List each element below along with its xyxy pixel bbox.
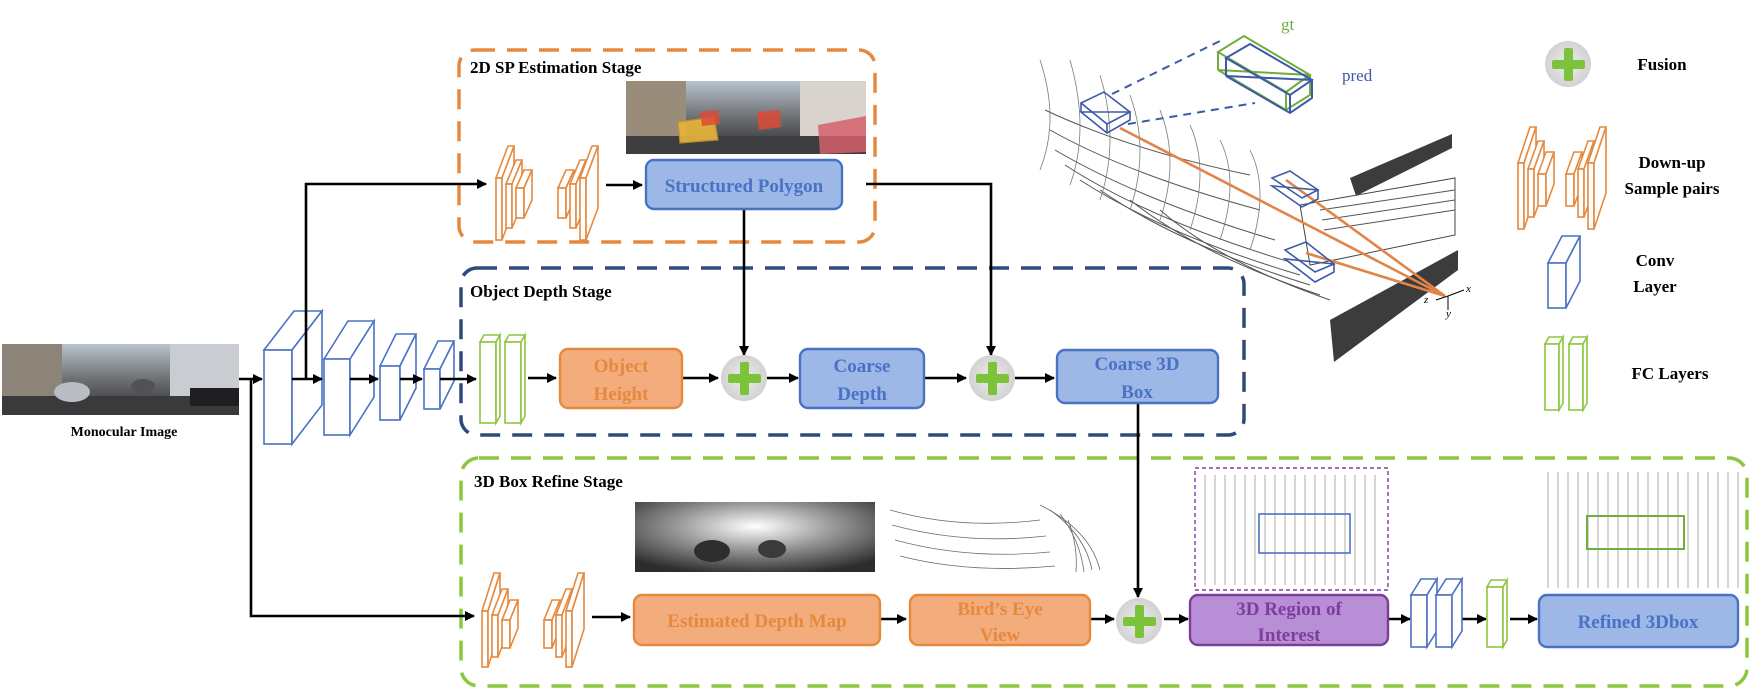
legend-conv-label-1: Conv — [1636, 251, 1675, 270]
arrow-polygon-to-fusion-2 — [866, 182, 996, 356]
legend-downup-icon — [1516, 126, 1608, 230]
legend-fc-label: FC Layers — [1632, 364, 1709, 383]
coarse-depth-box[interactable]: Coarse Depth — [798, 347, 926, 410]
estimated-depth-map-box[interactable]: Estimated Depth Map — [632, 593, 882, 647]
sp-downup-pair — [494, 145, 600, 241]
axis-z-label: z — [1423, 294, 1429, 306]
legend-fc-icon — [1543, 333, 1589, 414]
legend-fusion-label: Fusion — [1637, 55, 1687, 74]
axes-icon — [1435, 289, 1465, 310]
refine-stage-title: 3D Box Refine Stage — [474, 472, 623, 491]
roi-box[interactable]: 3D Region of Interest — [1188, 593, 1390, 647]
roi-label-2: Interest — [1258, 625, 1322, 646]
arrow-to-sp-stage — [304, 179, 487, 379]
sp-stage-title: 2D SP Estimation Stage — [470, 58, 642, 77]
birds-eye-view-label-1: Bird’s Eye — [957, 599, 1042, 620]
sp-stage-frame: 2D SP Estimation Stage — [457, 48, 877, 244]
refined-3dbox-label: Refined 3Dbox — [1578, 612, 1699, 633]
arrow-to-refine-stage — [249, 379, 475, 621]
object-height-label-1: Object — [594, 356, 650, 377]
fusion-plus-2 — [969, 355, 1015, 401]
legend-downup-label-2: Sample pairs — [1625, 179, 1720, 198]
coarse-depth-label-1: Coarse — [834, 356, 891, 377]
refine-conv-layers — [1409, 576, 1464, 650]
depth-map-image — [635, 502, 875, 572]
refine-fc-layer — [1485, 576, 1509, 651]
backbone-conv-layers — [262, 308, 456, 447]
depth-fc-layers — [478, 331, 527, 427]
refined-pointcloud — [1547, 472, 1739, 588]
depth-stage-title: Object Depth Stage — [470, 282, 612, 301]
gt-label: gt — [1281, 15, 1295, 34]
coarse-depth-label-2: Depth — [837, 384, 887, 405]
refine-stage-frame: 3D Box Refine Stage — [459, 456, 1749, 688]
legend-conv-label-2: Layer — [1633, 277, 1677, 296]
structured-polygon-box[interactable]: Structured Polygon — [644, 158, 844, 211]
estimated-depth-map-label: Estimated Depth Map — [667, 611, 846, 632]
refine-downup-pair — [480, 572, 586, 668]
legend-downup-label-1: Down-up — [1638, 153, 1705, 172]
fusion-plus-1 — [721, 355, 767, 401]
object-height-box[interactable]: Object Height — [558, 347, 684, 410]
roi-label-1: 3D Region of — [1236, 599, 1342, 620]
birds-eye-view-label-2: View — [980, 625, 1021, 646]
sp-street-image — [626, 81, 866, 154]
monocular-image-label: Monocular Image — [71, 425, 178, 440]
axis-y-label: y — [1445, 308, 1451, 320]
coarse-3d-box-label-1: Coarse 3D — [1095, 354, 1180, 375]
fusion-plus-3 — [1116, 598, 1162, 644]
legend: Fusion Down-up Sample pairs — [1516, 41, 1720, 414]
object-height-label-2: Height — [594, 384, 650, 405]
coarse-3d-box-label-2: Box — [1121, 382, 1153, 403]
roi-pointcloud — [1194, 467, 1389, 591]
refined-3dbox[interactable]: Refined 3Dbox — [1537, 593, 1740, 649]
pointcloud-illustration: gt pred x y z — [1039, 15, 1471, 363]
birds-eye-view-box[interactable]: Bird’s Eye View — [908, 593, 1092, 647]
legend-conv-icon — [1546, 235, 1582, 309]
depth-stage-frame: Object Depth Stage — [459, 266, 1246, 437]
legend-fusion-icon — [1545, 41, 1591, 87]
birds-eye-pointcloud — [889, 504, 1101, 573]
coarse-3d-box[interactable]: Coarse 3D Box — [1055, 348, 1220, 405]
structured-polygon-label: Structured Polygon — [665, 176, 824, 197]
axis-x-label: x — [1465, 283, 1471, 295]
pred-label: pred — [1342, 66, 1373, 85]
flow-arrows — [239, 179, 1538, 624]
monocular-image — [2, 344, 239, 415]
